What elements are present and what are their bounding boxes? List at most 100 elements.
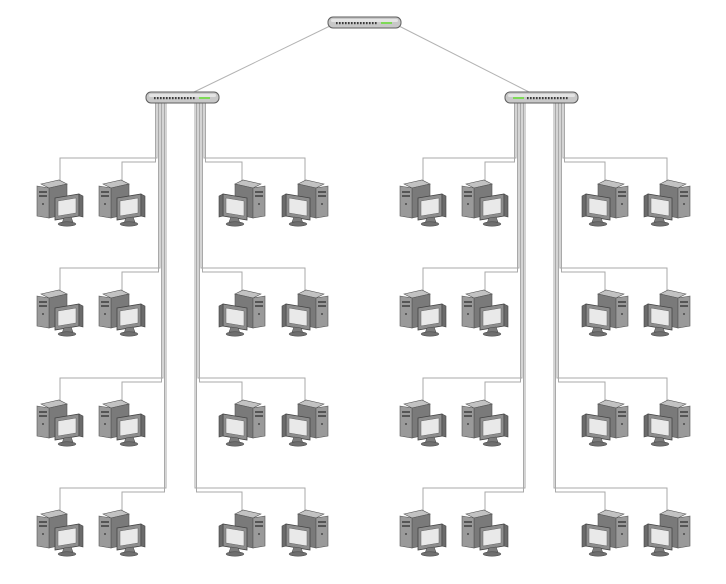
desktop-computer-icon — [218, 289, 266, 337]
ethernet-cable — [484, 103, 524, 512]
ethernet-cable — [194, 103, 306, 512]
desktop-computer-icon — [399, 289, 447, 337]
switch-port — [169, 97, 171, 100]
switch-port — [154, 97, 156, 100]
desktop-computer-icon — [399, 399, 447, 447]
switch-port — [339, 22, 341, 25]
ethernet-cable — [555, 103, 606, 512]
switch-port — [172, 97, 174, 100]
desktop-computer-icon — [281, 509, 329, 557]
switch-port — [375, 22, 377, 25]
switch-port — [354, 22, 356, 25]
ethernet-cable — [200, 103, 306, 292]
desktop-computer-icon — [36, 399, 84, 447]
desktop-computer-icon — [581, 509, 629, 557]
switch-port — [554, 97, 556, 100]
ethernet-cable — [484, 103, 521, 402]
link-led — [513, 97, 524, 99]
desktop-computer-icon — [399, 509, 447, 557]
switch-port — [551, 97, 553, 100]
ethernet-cable — [422, 103, 526, 512]
ethernet-cable — [558, 103, 606, 402]
ethernet-cable — [422, 103, 517, 182]
switch-port — [160, 97, 162, 100]
ethernet-cable — [564, 103, 606, 182]
ethernet-cable — [59, 103, 167, 512]
desktop-computer-icon — [399, 179, 447, 227]
desktop-computer-icon — [36, 179, 84, 227]
ethernet-cable — [422, 103, 523, 402]
desktop-computer-icon — [461, 289, 509, 337]
link-led — [381, 22, 392, 24]
switch-port — [181, 97, 183, 100]
ethernet-cable — [562, 103, 668, 182]
desktop-computer-icon — [461, 509, 509, 557]
right-distribution-switch-icon — [504, 91, 579, 104]
switch-port — [372, 22, 374, 25]
desktop-computer-icon — [281, 179, 329, 227]
switch-port — [193, 97, 195, 100]
desktop-computer-icon — [281, 289, 329, 337]
link-led — [199, 97, 210, 99]
switch-port — [566, 97, 568, 100]
switch-port — [345, 22, 347, 25]
core-switch-icon — [327, 16, 402, 29]
switch-port — [563, 97, 565, 100]
desktop-computer-icon — [643, 289, 691, 337]
switch-port — [348, 22, 350, 25]
ethernet-cable — [561, 103, 606, 292]
ethernet-cable — [484, 103, 515, 182]
desktop-computer-icon — [218, 509, 266, 557]
desktop-computer-icon — [643, 399, 691, 447]
switch-port — [157, 97, 159, 100]
ethernet-cable — [203, 103, 306, 182]
ethernet-cable — [484, 103, 518, 292]
desktop-computer-icon — [461, 179, 509, 227]
ethernet-cable — [59, 103, 164, 402]
switch-port — [166, 97, 168, 100]
switch-port — [527, 97, 529, 100]
ethernet-cable — [199, 103, 243, 402]
desktop-computer-icon — [218, 179, 266, 227]
switch-port — [190, 97, 192, 100]
desktop-computer-icon — [581, 179, 629, 227]
switch-port — [360, 22, 362, 25]
desktop-computer-icon — [281, 399, 329, 447]
uplink-cable-left — [193, 24, 333, 93]
desktop-computer-icon — [643, 179, 691, 227]
desktop-computer-icon — [581, 399, 629, 447]
desktop-computer-icon — [581, 289, 629, 337]
switch-port — [187, 97, 189, 100]
ethernet-cable — [121, 103, 165, 512]
switch-port — [175, 97, 177, 100]
switch-port — [163, 97, 165, 100]
switch-port — [369, 22, 371, 25]
desktop-computer-icon — [36, 509, 84, 557]
desktop-computer-icon — [98, 509, 146, 557]
desktop-computer-icon — [98, 289, 146, 337]
switch-port — [539, 97, 541, 100]
ethernet-cable — [121, 103, 159, 292]
ethernet-cable — [202, 103, 243, 292]
switch-port — [548, 97, 550, 100]
ethernet-cable — [196, 103, 243, 512]
left-distribution-switch-icon — [145, 91, 220, 104]
switch-port — [351, 22, 353, 25]
ethernet-cable — [197, 103, 306, 402]
cable-layer — [59, 24, 668, 512]
switch-port — [366, 22, 368, 25]
switch-port — [357, 22, 359, 25]
desktop-computer-icon — [643, 509, 691, 557]
uplink-cable-right — [396, 24, 530, 93]
switch-port — [533, 97, 535, 100]
ethernet-cable — [59, 103, 161, 292]
ethernet-cable — [205, 103, 243, 182]
ethernet-cable — [121, 103, 156, 182]
ethernet-cable — [553, 103, 668, 512]
switch-port — [536, 97, 538, 100]
ethernet-cable — [59, 103, 158, 182]
switch-port — [363, 22, 365, 25]
desktop-computer-icon — [98, 179, 146, 227]
